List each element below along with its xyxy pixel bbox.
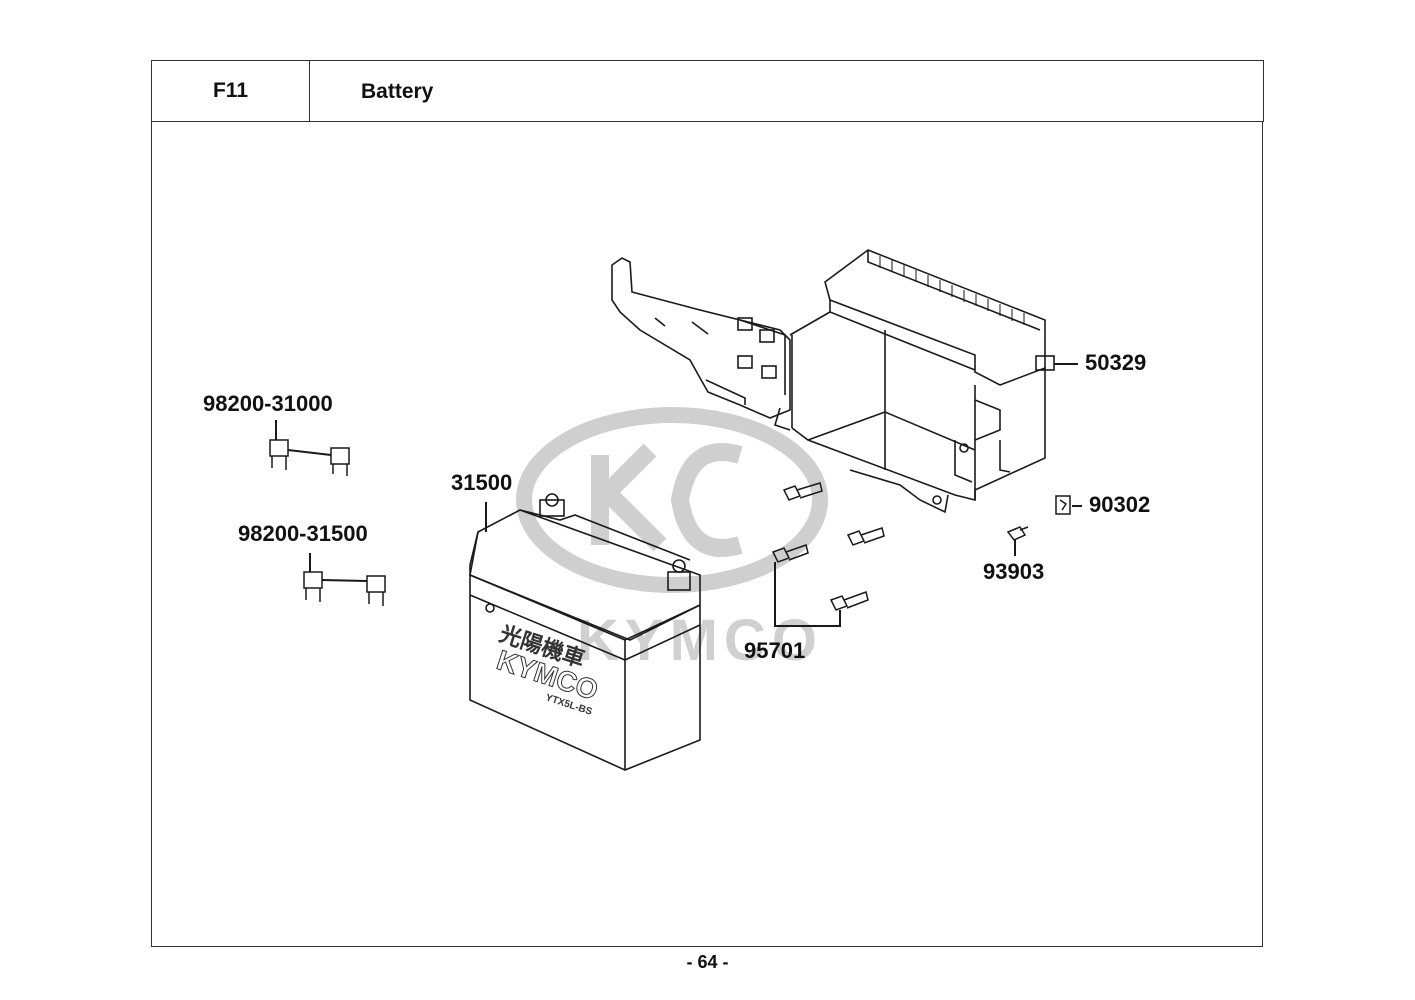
screw-93903 (1006, 526, 1029, 541)
callout-50329: 50329 (1085, 350, 1147, 375)
leader-lines (275, 363, 1082, 627)
bolts-95701 (771, 482, 885, 611)
diagram-frame (151, 121, 1263, 947)
callout-93903: 93903 (983, 559, 1045, 584)
watermark-text: KYMCO (577, 608, 823, 673)
callout-98200-31500: 98200-31500 (238, 521, 368, 546)
callout-95701: 95701 (744, 638, 806, 663)
battery-case (611, 249, 1055, 514)
watermark-logo (516, 407, 828, 593)
callout-90302: 90302 (1089, 492, 1151, 517)
fuse-31500 (303, 571, 386, 606)
section-title: Battery (309, 60, 1264, 122)
clip-90302 (1055, 495, 1071, 515)
callout-31500: 31500 (451, 470, 513, 495)
page-number: - 64 - (686, 952, 729, 972)
callout-98200-31000: 98200-31000 (203, 391, 333, 416)
fuse-31000 (269, 439, 350, 476)
